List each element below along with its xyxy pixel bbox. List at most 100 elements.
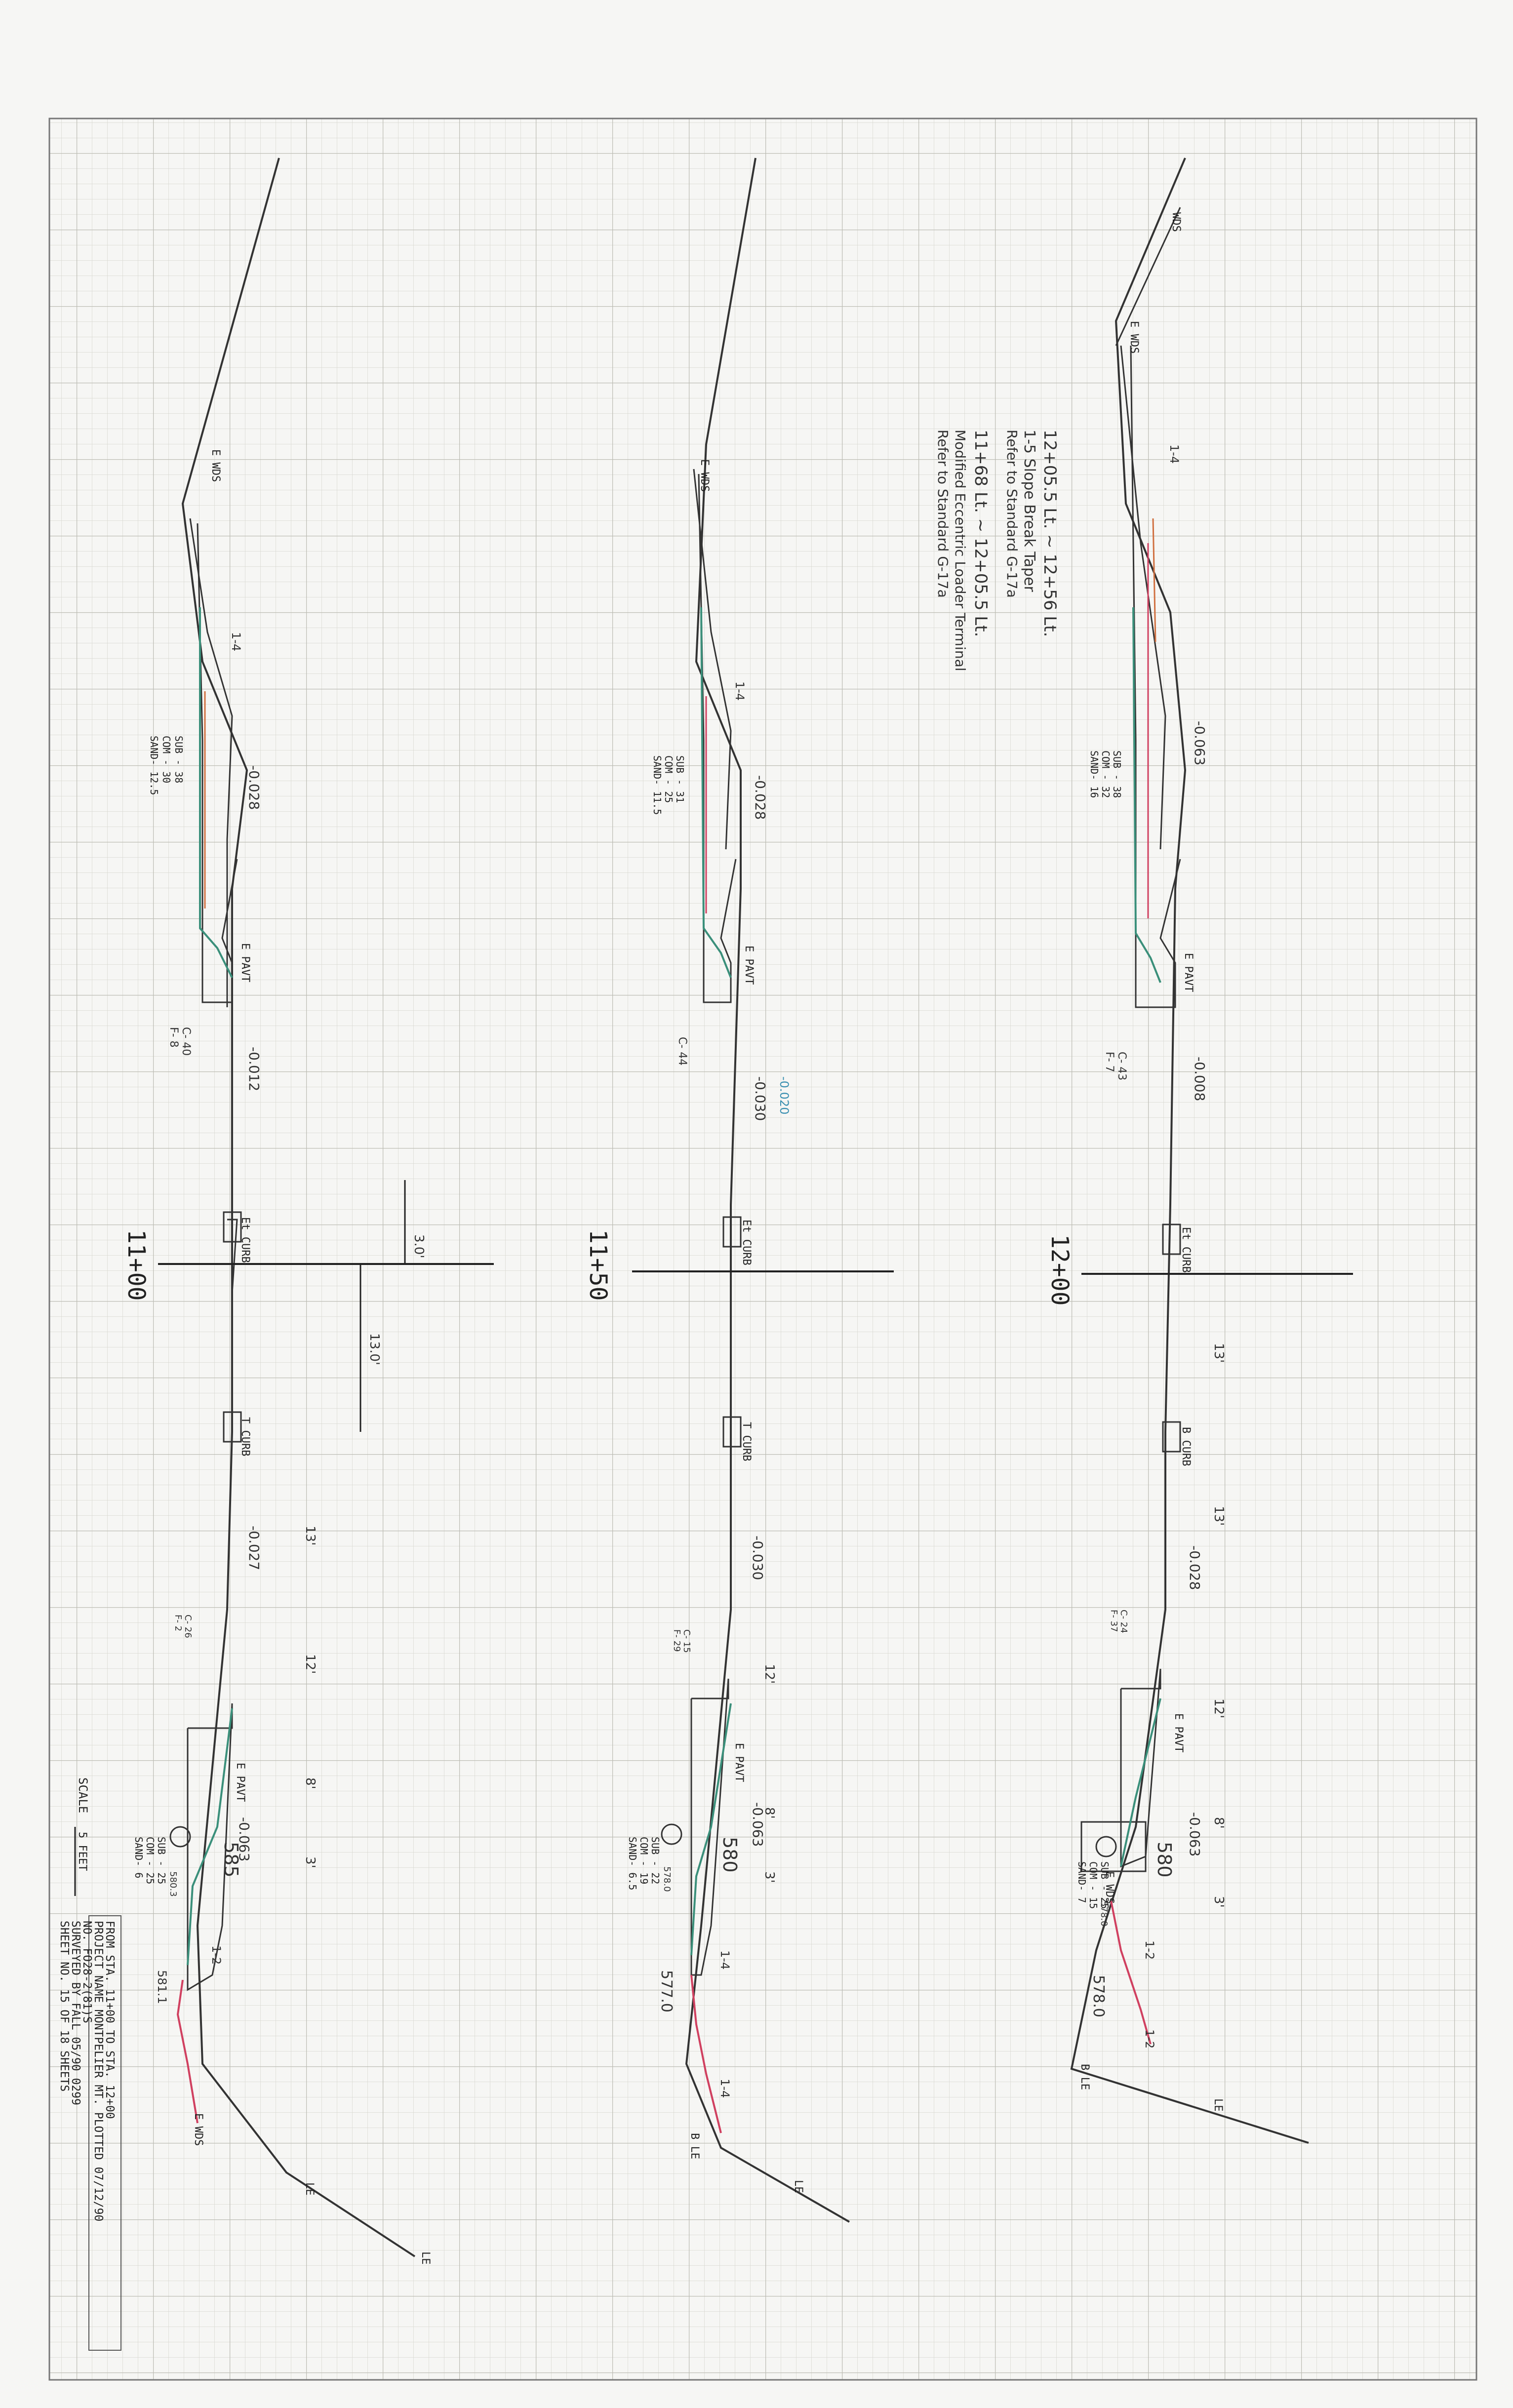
- dim-4: 12': [762, 1664, 777, 1684]
- e-pavt-right-label: E PAVT: [733, 1743, 745, 1782]
- slope-3: -0.028: [1187, 1545, 1203, 1590]
- design-line: [693, 469, 732, 850]
- layer-green: [1132, 607, 1161, 983]
- curb-box-2: [223, 1411, 242, 1443]
- station-label: 11+00: [122, 1229, 150, 1301]
- layer-r-com: COM - 25: [144, 1837, 156, 1884]
- section-12-00: 12+00 WDS E WDS E PAVT Et CURB B CURB E …: [1046, 158, 1353, 2144]
- handwritten-notes: 12+05.5 Lt. ~ 12+56 Lt. 1-5 Slope Break …: [935, 430, 1060, 671]
- curb-box-2: [722, 1416, 742, 1448]
- ratio-1: 1-4: [229, 632, 243, 651]
- ratio-2: 1-2: [209, 1945, 223, 1965]
- fill-right: F- 29: [672, 1629, 682, 1652]
- dim-4: 12': [303, 1654, 318, 1674]
- right-structure: [187, 1703, 233, 1991]
- b-le-label: B LE: [688, 2133, 701, 2159]
- et-curb-label: Et CURB: [1180, 1227, 1192, 1273]
- et-curb-label: Et CURB: [239, 1217, 251, 1263]
- fill-left: F- 7: [1103, 1052, 1115, 1072]
- t-curb-label: T CURB: [239, 1417, 251, 1456]
- right-red: [176, 1979, 199, 2124]
- right-box: [1080, 1821, 1147, 1872]
- cut-left: C- 43: [1115, 1052, 1128, 1080]
- cut-right: C- 26: [183, 1615, 193, 1638]
- dim-3: 13': [303, 1526, 318, 1545]
- subgrade-line: [1130, 345, 1181, 1008]
- layer-com: COM - 30: [160, 736, 172, 783]
- title-block: FROM STA. 11+00 TO STA. 12+00 PROJECT NA…: [58, 1777, 121, 2351]
- layer-r-sub: SUB - 25: [156, 1837, 167, 1884]
- sheet-border: [48, 118, 1477, 2381]
- layer-r-sub: SUB - 25: [1099, 1861, 1111, 1909]
- ratio-2: 1-2: [1143, 1940, 1156, 1960]
- elev-3: 578.0: [1090, 1975, 1107, 2017]
- elev-1: 580: [719, 1837, 741, 1873]
- right-structure: [1120, 1668, 1161, 1868]
- section-11-50: 11+50 E WDS E PAVT Et CURB T CURB E PAVT…: [584, 158, 894, 2223]
- layer-r-com: COM - 19: [638, 1837, 650, 1884]
- design-line: [1120, 345, 1166, 850]
- layer-green: [700, 607, 732, 978]
- note-4: 11+68 Lt. ~ 12+05.5 Lt.: [971, 430, 991, 637]
- right-red: [1110, 1900, 1152, 2045]
- subgrade-line: [698, 474, 737, 1003]
- layer-green: [199, 607, 233, 978]
- title-line-4: SURVEYED BY FALL 05/90 0299: [69, 1921, 82, 2105]
- grid-area: [49, 118, 1476, 2380]
- slope-1: -0.028: [246, 765, 262, 810]
- dim-6: 3': [303, 1856, 318, 1868]
- layer-com: COM - 32: [1100, 750, 1112, 798]
- reference-circle: [169, 1826, 191, 1848]
- et-curb-label: Et CURB: [740, 1220, 753, 1265]
- elev-3: 577.0: [658, 1970, 675, 2013]
- ratio-1: 1-4: [733, 681, 747, 701]
- ground-line: [1070, 158, 1309, 2144]
- slope-3: -0.030: [750, 1536, 766, 1580]
- right-red: [690, 1974, 722, 2133]
- b-curb-label: B CURB: [1180, 1427, 1192, 1466]
- e-pavt-right-label: E PAVT: [234, 1763, 246, 1802]
- slope-2: -0.030: [752, 1076, 768, 1121]
- e-wds-label: E WDS: [1128, 321, 1140, 354]
- note-6: Refer to Standard G-17a: [935, 430, 951, 598]
- dim-3b: 13': [1211, 1506, 1226, 1526]
- le-label: LE: [1212, 2098, 1224, 2112]
- le-label: LE: [792, 2180, 804, 2193]
- design-line: [189, 518, 233, 1007]
- title-line-3: NO. FO28-2(81)S: [80, 1921, 93, 2023]
- title-line-1: FROM STA. 11+00 TO STA. 12+00: [103, 1921, 116, 2119]
- slope-1: -0.063: [1192, 721, 1208, 765]
- layer-r-sand: SAND- 6: [133, 1837, 145, 1878]
- curb-box-1: [1162, 1224, 1181, 1255]
- elev-1: 580: [1154, 1842, 1175, 1878]
- layer-sub: SUB - 31: [674, 755, 686, 803]
- fill-right: F- 37: [1109, 1610, 1119, 1632]
- slope-1: -0.028: [752, 775, 768, 820]
- station-label: 11+50: [584, 1229, 612, 1301]
- title-line-5: SHEET NO. 15 OF 18 SHEETS: [58, 1921, 71, 2092]
- layer-sand: SAND- 11.5: [651, 755, 663, 815]
- layer-com: COM - 25: [663, 755, 675, 803]
- subgrade-line: [197, 523, 238, 1003]
- slope-3: -0.027: [246, 1526, 262, 1570]
- e-pavt-left-label: E PAVT: [239, 943, 251, 982]
- slope-2: -0.008: [1192, 1057, 1208, 1101]
- dim-5: 8': [762, 1807, 777, 1819]
- elev-2: 580.3: [168, 1871, 178, 1897]
- le-label: LE: [303, 2182, 316, 2196]
- layer-sub: SUB - 38: [1111, 750, 1123, 798]
- section-11-00: 11+00 E WDS E PAVT Et CURB T CURB E PAVT…: [122, 158, 494, 2265]
- station-label: 12+00: [1046, 1234, 1074, 1306]
- wds-top: [1115, 207, 1181, 346]
- e-pavt-left-label: E PAVT: [1182, 953, 1194, 992]
- elev-2: 578.0: [1099, 1901, 1109, 1927]
- dim-3: 13': [1211, 1343, 1226, 1363]
- ratio-3: 1-2: [1143, 2029, 1156, 2049]
- slope-4: -0.063: [750, 1802, 766, 1847]
- note-1: 12+05.5 Lt. ~ 12+56 Lt.: [1040, 430, 1060, 637]
- fill-right: F- 2: [173, 1615, 183, 1631]
- right-green: [187, 1708, 233, 1966]
- le2-label: LE: [419, 2251, 432, 2265]
- curb-line: [227, 1219, 238, 1432]
